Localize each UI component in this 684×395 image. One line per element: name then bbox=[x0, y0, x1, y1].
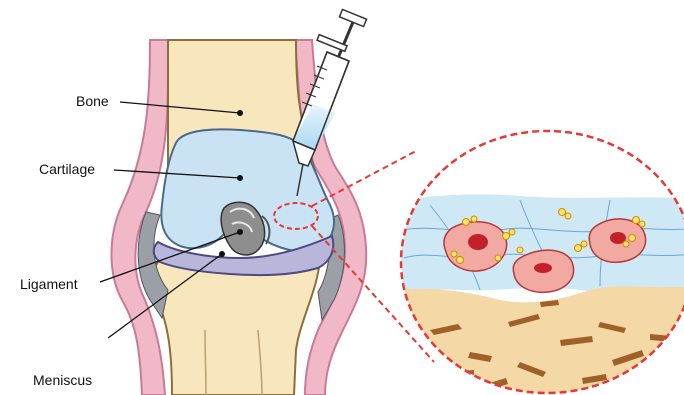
cell-2-nucleus bbox=[534, 263, 552, 273]
magnifier-circle bbox=[398, 130, 684, 395]
cell-1-nucleus bbox=[468, 234, 488, 250]
label-meniscus: Meniscus bbox=[33, 372, 92, 388]
label-bone: Bone bbox=[76, 93, 109, 109]
label-ligament: Ligament bbox=[20, 276, 78, 292]
label-cartilage: Cartilage bbox=[39, 161, 95, 177]
